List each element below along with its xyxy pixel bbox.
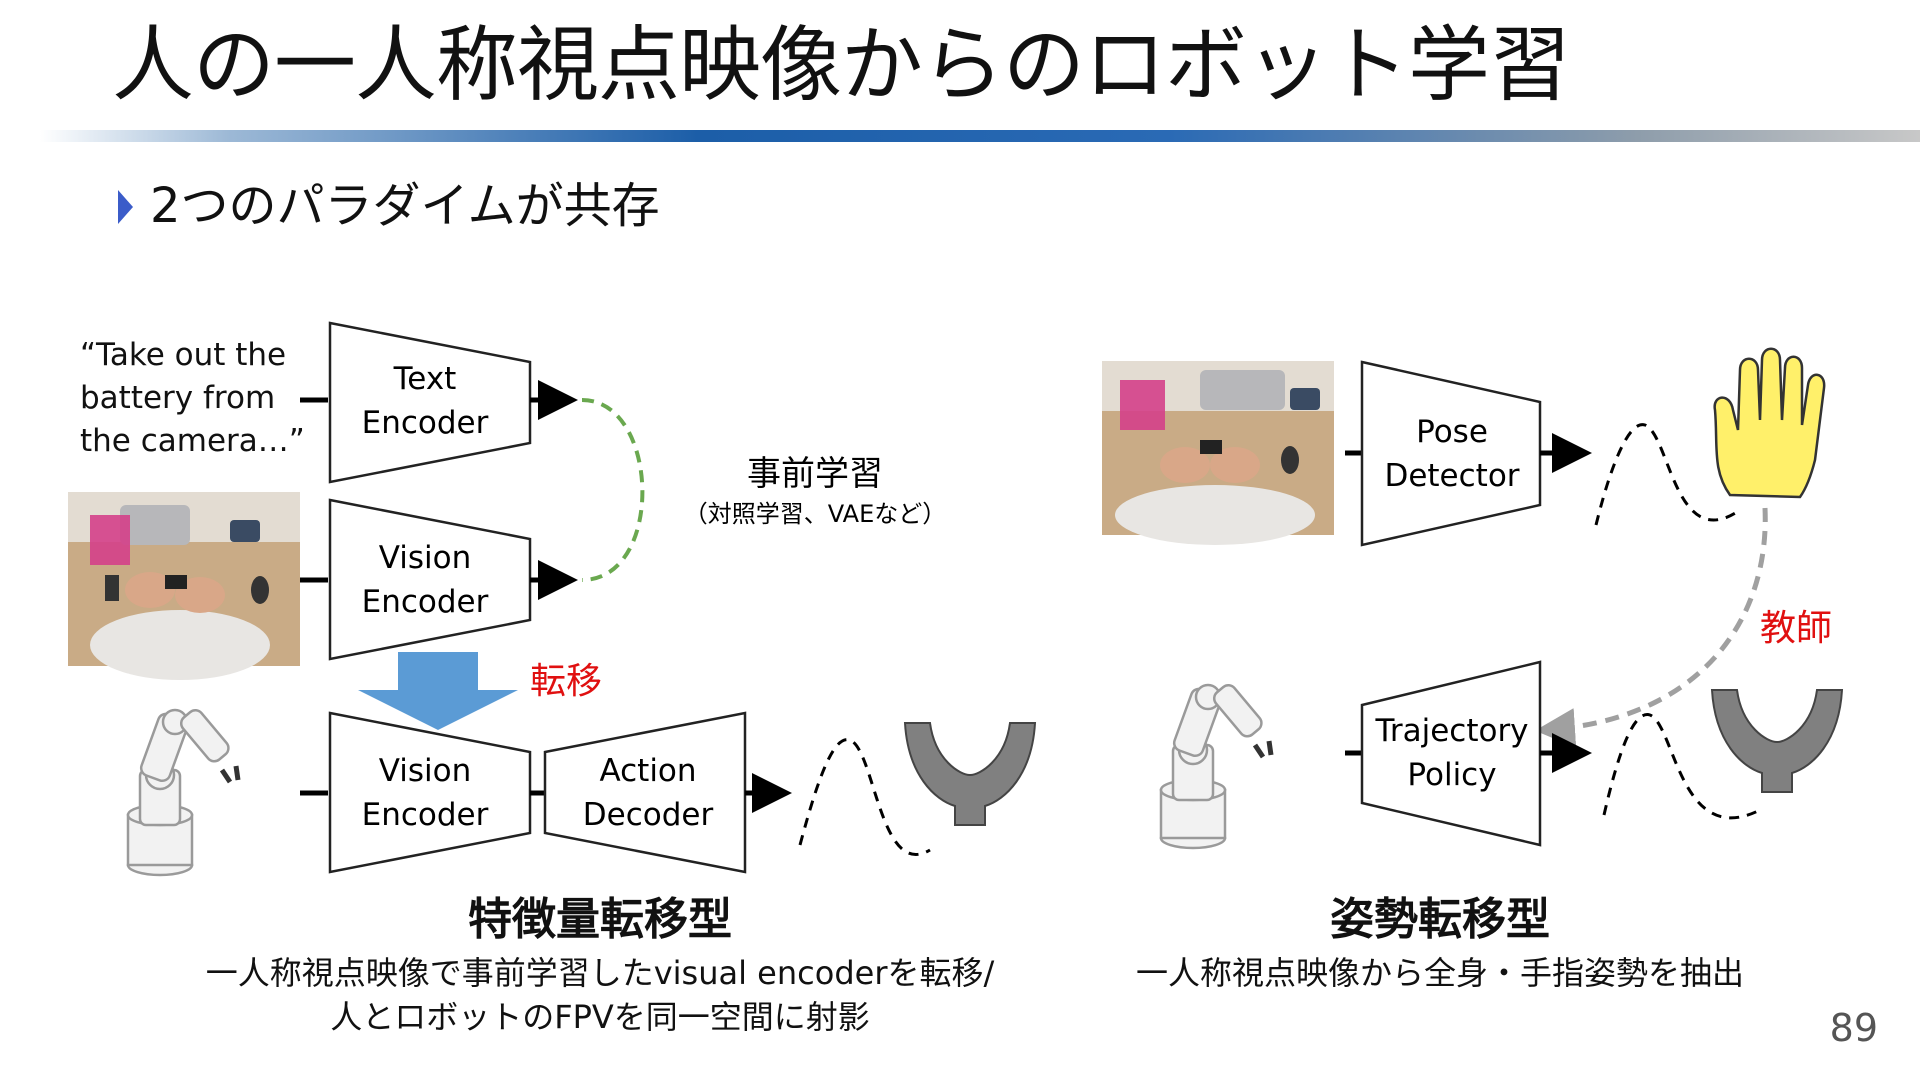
page-number: 89 xyxy=(1829,1006,1878,1050)
egocentric-photo-left xyxy=(68,492,300,680)
teacher-link xyxy=(1535,507,1768,749)
text-encoder-label: Encoder xyxy=(362,405,489,441)
vision-encoder-label: Encoder xyxy=(362,797,489,833)
quote-line: battery from xyxy=(80,380,276,416)
action-decoder-label: Action xyxy=(599,753,696,789)
vision-encoder-label: Encoder xyxy=(362,584,489,620)
robot-arm-icon xyxy=(1159,683,1274,850)
transfer-arrow xyxy=(358,652,518,730)
trajectory-policy-label: Policy xyxy=(1407,757,1496,793)
gripper-icon xyxy=(1710,689,1844,793)
vision-encoder-bottom-block: Vision Encoder xyxy=(328,711,532,874)
pose-detector-block: Pose Detector xyxy=(1360,360,1542,547)
pretrain-link xyxy=(581,398,645,582)
instruction-quote: “Take out the battery from the camera…” xyxy=(80,334,305,463)
policy-trajectory-curve xyxy=(1602,713,1761,820)
left-caption-line: 一人称視点映像で事前学習したvisual encoderを転移/ xyxy=(205,954,995,992)
bullet-text: 2つのパラダイムが共存 xyxy=(150,178,660,234)
action-decoder-label: Decoder xyxy=(583,797,714,833)
vision-encoder-label: Vision xyxy=(379,753,472,789)
slide-title: 人の一人称視点映像からのロボット学習 xyxy=(112,18,1571,113)
text-encoder-block: Text Encoder xyxy=(328,321,532,484)
bullet-triangle-icon xyxy=(118,190,133,224)
pose-detector-label: Pose xyxy=(1416,414,1488,450)
transfer-label: 転移 xyxy=(530,661,602,702)
title-underline xyxy=(40,130,1920,142)
teacher-label: 教師 xyxy=(1760,608,1832,649)
pose-detector-label: Detector xyxy=(1384,458,1519,494)
pretrain-label: 事前学習 xyxy=(747,454,883,494)
right-caption-title: 姿勢転移型 xyxy=(1330,894,1550,945)
egocentric-photo-right xyxy=(1102,361,1334,545)
trajectory-policy-block: Trajectory Policy xyxy=(1360,660,1542,847)
vision-encoder-label: Vision xyxy=(379,540,472,576)
action-decoder-block: Action Decoder xyxy=(543,711,747,874)
right-caption-line: 一人称視点映像から全身・手指姿勢を抽出 xyxy=(1135,954,1744,992)
quote-line: the camera…” xyxy=(80,423,305,459)
left-caption-title: 特徴量転移型 xyxy=(468,894,732,945)
hand-icon xyxy=(1713,347,1826,499)
trajectory-curve xyxy=(798,738,931,856)
text-encoder-label: Text xyxy=(393,361,457,397)
pretrain-note: （対照学習、VAEなど） xyxy=(684,500,946,528)
pose-trajectory-curve xyxy=(1594,423,1741,526)
quote-line: “Take out the xyxy=(80,337,287,373)
gripper-icon xyxy=(903,722,1037,826)
vision-encoder-top-block: Vision Encoder xyxy=(328,498,532,661)
robot-arm-icon xyxy=(126,708,241,877)
trajectory-policy-label: Trajectory xyxy=(1374,713,1528,749)
left-caption-line: 人とロボットのFPVを同一空間に射影 xyxy=(330,998,870,1036)
